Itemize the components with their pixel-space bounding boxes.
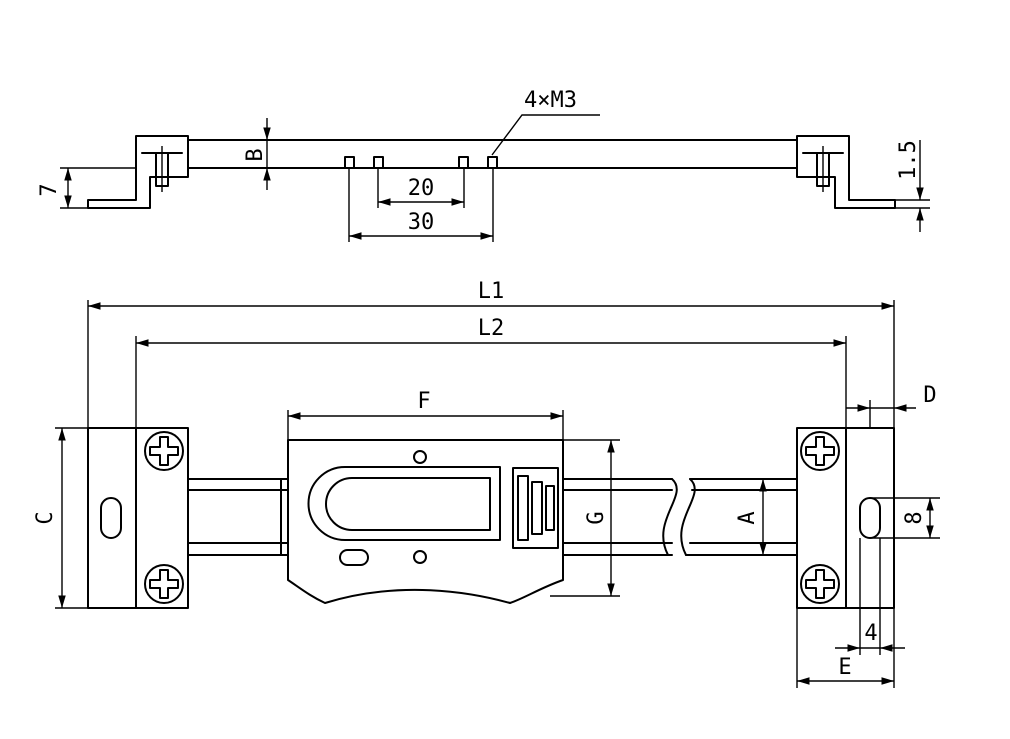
label-30: 30 [408, 210, 435, 235]
label-a: A [735, 511, 760, 524]
left-end-block [87, 427, 189, 609]
label-8: 8 [902, 511, 927, 524]
m3-screw-holes [344, 156, 498, 169]
label-l2: L2 [478, 316, 505, 341]
label-b: B [243, 148, 268, 161]
front-view: L1 L2 F D C G A 8 [33, 279, 940, 688]
label-7: 7 [37, 183, 62, 196]
label-20: 20 [408, 176, 435, 201]
side-view: 4×M3 B 7 20 30 1.5 [37, 88, 930, 242]
label-g: G [584, 511, 609, 524]
label-4xm3: 4×M3 [524, 88, 577, 113]
label-c: C [33, 511, 58, 524]
label-f: F [417, 389, 430, 414]
left-bracket-side [87, 135, 189, 209]
label-l1: L1 [478, 279, 505, 304]
right-bracket-side [796, 135, 896, 209]
reading-head [280, 439, 564, 604]
label-d: D [923, 383, 936, 408]
label-e: E [838, 655, 851, 680]
label-4: 4 [864, 621, 877, 646]
label-1-5: 1.5 [896, 140, 921, 180]
